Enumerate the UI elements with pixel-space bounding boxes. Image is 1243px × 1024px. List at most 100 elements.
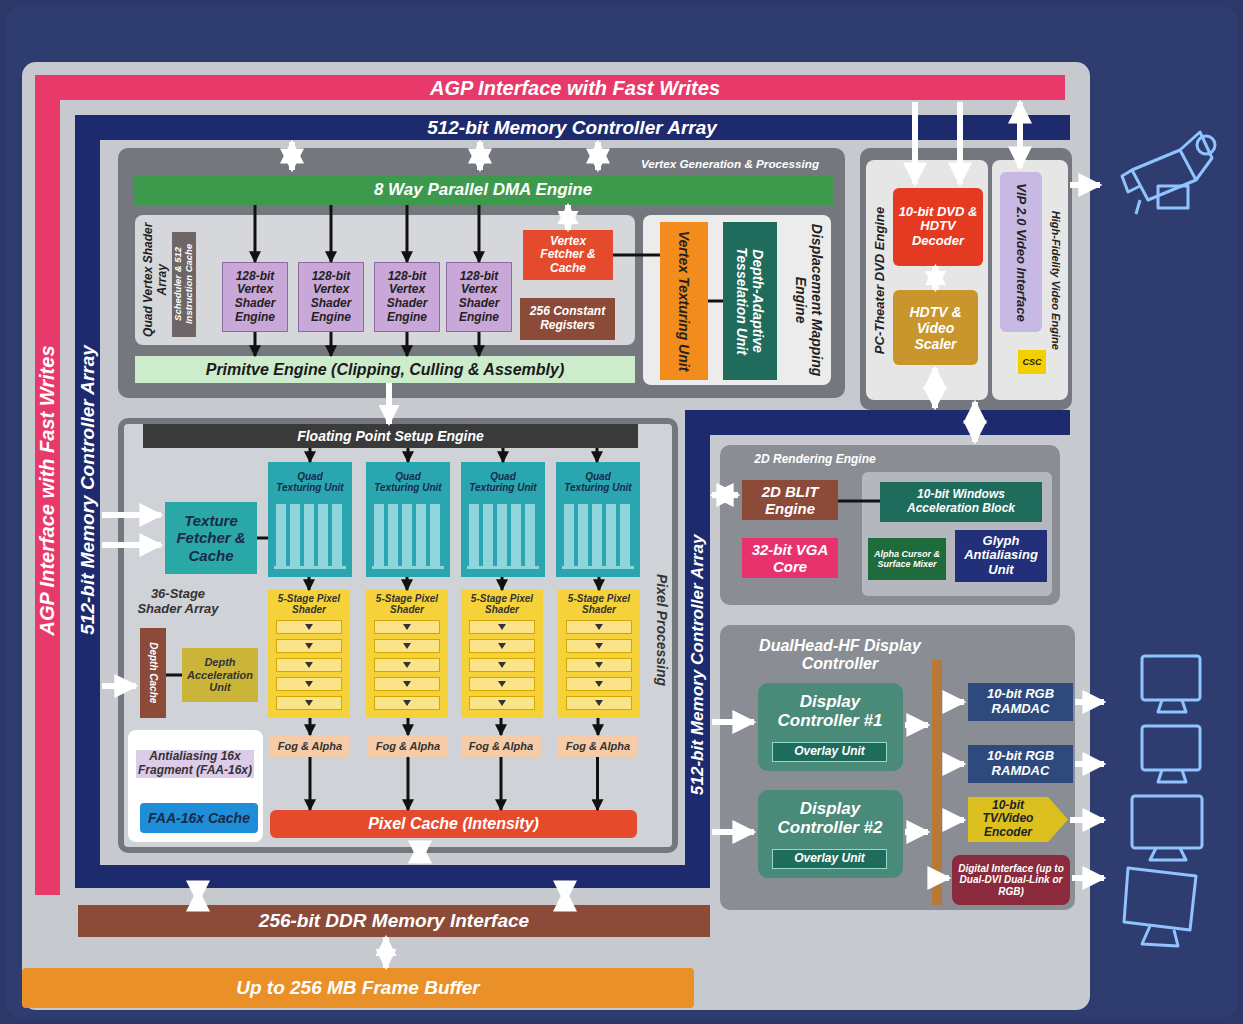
block-box: Glyph Antialiasing Unit	[955, 530, 1047, 582]
block-label: 128-bit Vertex Shader Engine	[226, 270, 284, 325]
stage-arrow	[305, 643, 313, 649]
block-box: 5-Stage Pixel Shader	[366, 590, 448, 718]
block-label: 128-bit Vertex Shader Engine	[302, 270, 360, 325]
texture-lane	[525, 504, 535, 566]
connector	[309, 448, 312, 462]
block-box: Depth Cache	[140, 628, 166, 718]
block-box: CSC	[1018, 350, 1046, 374]
connector	[330, 332, 333, 356]
texture-lane	[402, 504, 412, 566]
block-box: AGP Interface with Fast WritesAGP Interf…	[22, 62, 1090, 1010]
block-box: Fog & Alpha	[270, 735, 350, 757]
block-label: FAA-16x Cache	[144, 810, 254, 826]
connector	[478, 332, 481, 356]
block-box: 10-bit RGB RAMDAC	[968, 683, 1073, 721]
block-label: Antialiasing 16x Fragment (FAA-16x)	[136, 750, 254, 778]
block-box: 128-bit Vertex Shader Engine	[374, 262, 440, 332]
connector	[330, 205, 333, 262]
texture-lane	[290, 504, 300, 566]
block-label: Overlay Unit	[776, 852, 883, 866]
texture-lane	[511, 504, 521, 566]
block-box: Quad Vertex Shader ArrayScheduler & 512 …	[135, 215, 635, 345]
block-box: 10-bit TV/Video Encoder	[968, 797, 1068, 842]
block-box: Primitve Engine (Clipping, Culling & Ass…	[135, 356, 635, 383]
block-box: 5-Stage Pixel Shader	[558, 590, 640, 718]
block-label: Scheduler & 512 Instruction Cache	[173, 234, 195, 334]
block-box: 10-bit Windows Acceleration Block	[880, 482, 1042, 522]
block-box: VIP 2.0 Video Interface	[1000, 172, 1042, 332]
texture-lane	[578, 504, 588, 566]
block-label: Alpha Cursor & Surface Mixer	[872, 549, 942, 570]
stage-arrow	[595, 662, 603, 668]
block-label: 32-bit VGA Core	[746, 541, 834, 576]
block-label: Depth Acceleration Unit	[186, 656, 254, 694]
block-box: 10-bit RGB RAMDAC	[968, 745, 1073, 783]
texture-lane	[416, 504, 426, 566]
block-label: 512-bit Memory Controller Array	[688, 435, 708, 895]
block-box: HDTV & Video Scaler	[893, 290, 978, 365]
connector	[596, 448, 599, 462]
texture-lane	[564, 504, 574, 566]
block-label: CSC	[1022, 357, 1042, 367]
block-box: Vertex Generation & Processing8 Way Para…	[118, 148, 845, 398]
stage-arrow	[403, 662, 411, 668]
block-box: Depth-Adaptive Tesselation Unit	[723, 222, 777, 380]
block-label: 512-bit Memory Controller Array	[312, 117, 832, 139]
texture-lane	[304, 504, 314, 566]
connector	[597, 718, 600, 735]
block-label: 512-bit Memory Controller Array	[77, 170, 99, 810]
texture-lane	[606, 504, 616, 566]
block-box: Vertex Texturing Unit	[660, 222, 708, 380]
block-box: Pixel Cache (Intensity)	[270, 810, 637, 838]
block-box: PC-Theater DVD Engine10-bit DVD & HDTV D…	[866, 160, 988, 400]
connector	[406, 332, 409, 356]
block-label: VIP 2.0 Video Interface	[1014, 177, 1029, 327]
texture-lane	[332, 504, 342, 566]
block-label: 2D BLIT Engine	[746, 483, 834, 518]
block-box: Pixel ProcessingFloating Point Setup Eng…	[118, 418, 678, 853]
connector	[500, 718, 503, 735]
block-box: 128-bit Vertex Shader Engine	[298, 262, 364, 332]
connector	[598, 577, 601, 590]
block-label: 10-bit TV/Video Encoder	[970, 799, 1046, 840]
stage-arrow	[498, 681, 506, 687]
block-box: Alpha Cursor & Surface Mixer	[868, 538, 946, 580]
connector	[407, 448, 410, 462]
connector	[308, 577, 311, 590]
texture-lane	[469, 504, 479, 566]
stage-arrow	[305, 700, 313, 706]
block-label: 128-bit Vertex Shader Engine	[450, 270, 508, 325]
block-label: 5-Stage Pixel Shader	[463, 593, 541, 616]
connector	[257, 537, 268, 540]
block-label: Quad Texturing Unit	[467, 471, 539, 494]
block-box: DualHead-HF Display ControllerDisplay Co…	[720, 625, 1075, 910]
monitor-icon	[1142, 726, 1200, 782]
block-box: 5-Stage Pixel Shader	[461, 590, 543, 718]
connector	[500, 757, 503, 810]
block-label: Depth-Adaptive Tesselation Unit	[734, 226, 766, 376]
connector	[502, 448, 505, 462]
block-label: AGP Interface with Fast Writes	[36, 170, 59, 810]
block-label: Vertex Texturing Unit	[676, 226, 692, 376]
block-label: 2D Rendering Engine	[725, 453, 905, 467]
block-label: Quad Texturing Unit	[274, 471, 346, 494]
connector	[565, 205, 571, 230]
block-label: HDTV & Video Scaler	[897, 304, 974, 352]
block-box: Fog & Alpha	[368, 735, 448, 757]
block-label: 5-Stage Pixel Shader	[270, 593, 348, 616]
monitor-icon	[1132, 796, 1202, 860]
block-label: Vertex Fetcher & Cache	[527, 235, 609, 276]
block-label: Display Controller #1	[763, 692, 898, 731]
block-box: Antialiasing 16x Fragment (FAA-16x) FAA-1…	[128, 730, 263, 842]
block-box: 256 Constant Registers	[520, 298, 615, 340]
stage-arrow	[595, 624, 603, 630]
connector	[933, 266, 939, 290]
block-label: Glyph Antialiasing Unit	[959, 534, 1043, 579]
connector	[613, 254, 660, 257]
connector	[407, 757, 410, 810]
block-label: Pixel Processing	[654, 520, 670, 740]
block-box: Fog & Alpha	[461, 735, 541, 757]
stage-arrow	[305, 681, 313, 687]
texture-lane	[388, 504, 398, 566]
stage-arrow	[305, 624, 313, 630]
